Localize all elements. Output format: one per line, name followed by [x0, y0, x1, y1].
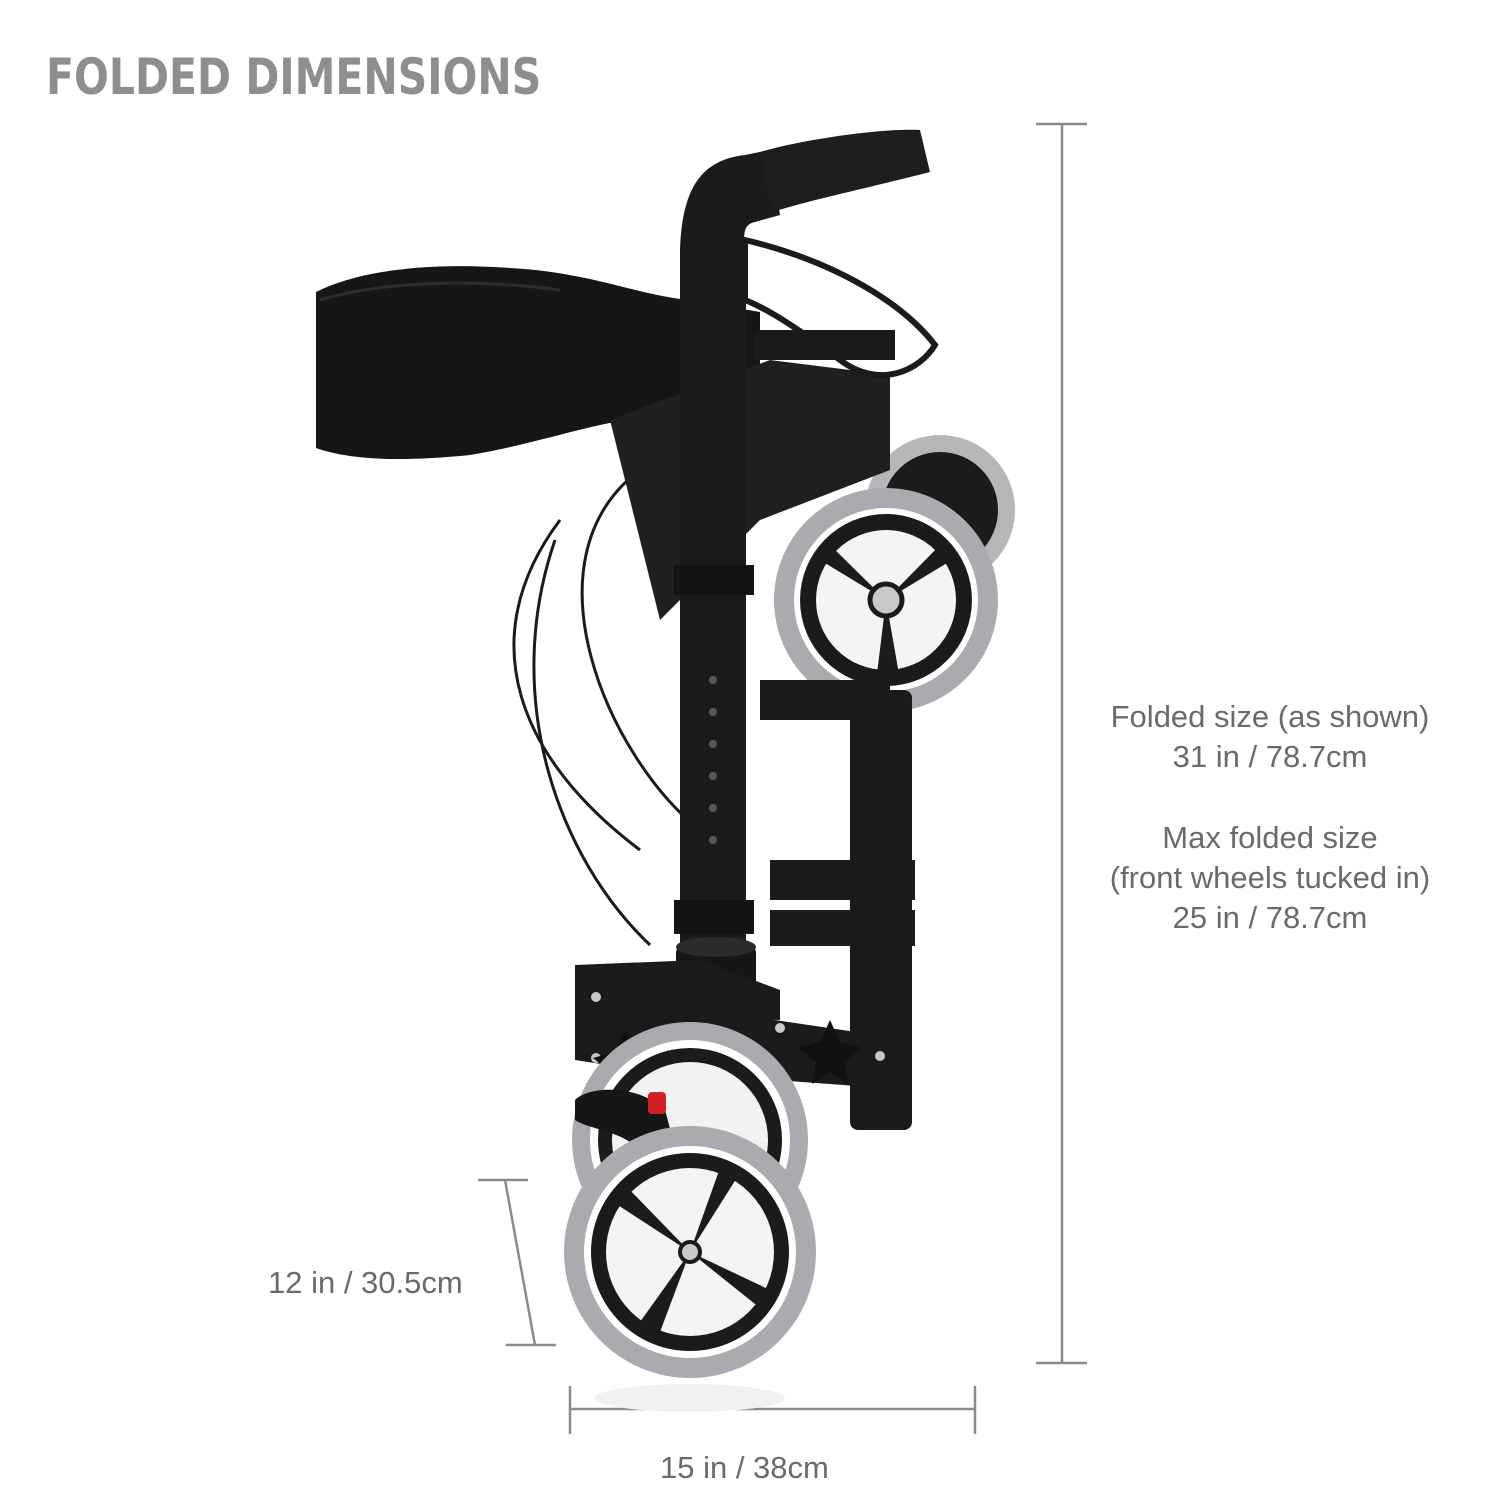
max-folded-size-label: Max folded size (front wheels tucked in)…: [1060, 818, 1480, 938]
rollator-frame: [316, 129, 1015, 1412]
folded-size-label: Folded size (as shown) 31 in / 78.7cm: [1060, 697, 1480, 777]
max-folded-size-note: (front wheels tucked in): [1109, 860, 1431, 895]
wheel-height-label: 12 in / 30.5cm: [268, 1265, 463, 1300]
wheel-height-dimension-line: [478, 1178, 556, 1347]
folded-width-label: 15 in / 38cm: [660, 1450, 829, 1485]
height-dimension-line: [1036, 122, 1087, 1365]
page-title: FOLDED DIMENSIONS: [46, 48, 542, 106]
folded-size-caption: Folded size (as shown): [1110, 699, 1430, 734]
folded-size-value: 31 in / 78.7cm: [1172, 739, 1368, 774]
max-folded-size-caption: Max folded size: [1162, 820, 1378, 855]
max-folded-size-value: 25 in / 78.7cm: [1172, 900, 1368, 935]
